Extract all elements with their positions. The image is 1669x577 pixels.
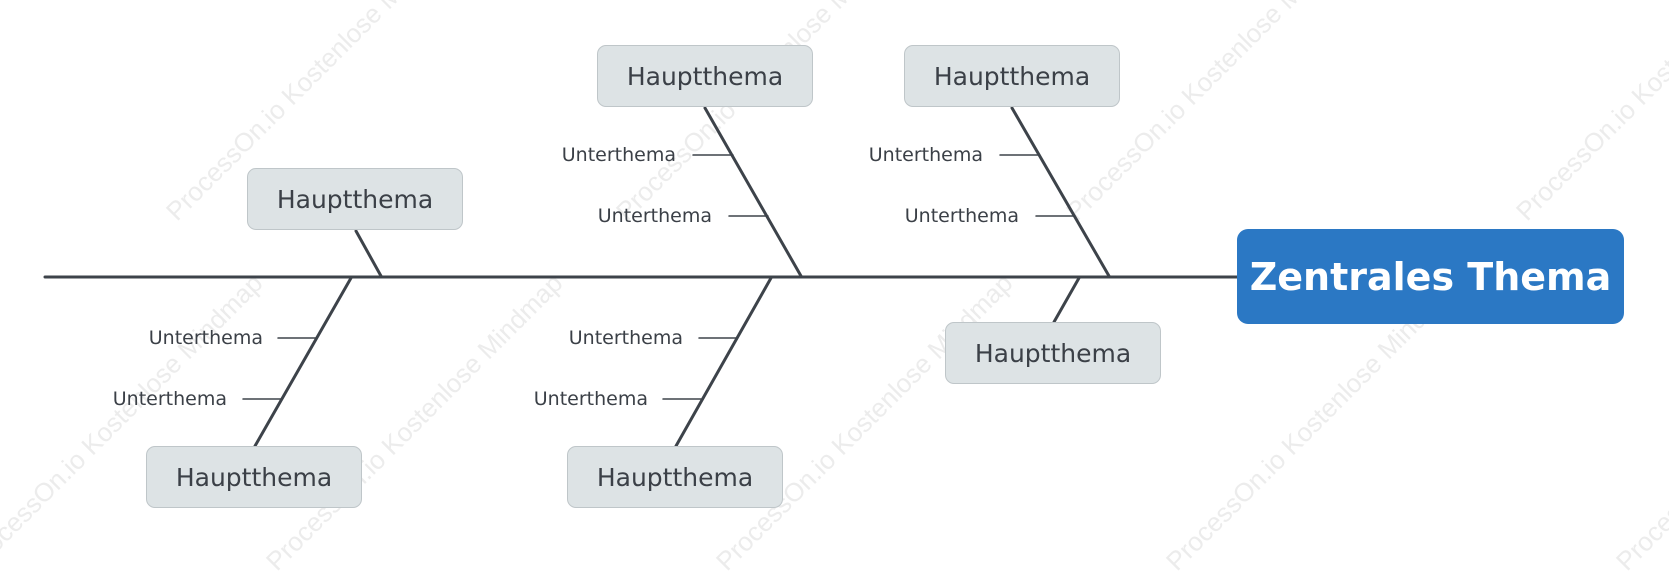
bone-line bbox=[1010, 106, 1111, 278]
bone-line bbox=[674, 276, 773, 448]
main-topic-node[interactable]: Hauptthema bbox=[567, 446, 783, 508]
main-topic-node[interactable]: Hauptthema bbox=[146, 446, 362, 508]
subtopic-label[interactable]: Unterthema bbox=[868, 144, 983, 166]
subtopic-label[interactable]: Unterthema bbox=[568, 327, 683, 349]
subtopic-label[interactable]: Unterthema bbox=[597, 205, 712, 227]
bone-line bbox=[703, 106, 803, 278]
subtopic-label[interactable]: Unterthema bbox=[904, 205, 1019, 227]
main-topic-node[interactable]: Hauptthema bbox=[247, 168, 463, 230]
subtopic-label[interactable]: Unterthema bbox=[112, 388, 227, 410]
subtopic-label[interactable]: Unterthema bbox=[533, 388, 648, 410]
main-topic-node[interactable]: Hauptthema bbox=[597, 45, 813, 107]
subtopic-label[interactable]: Unterthema bbox=[561, 144, 676, 166]
main-topic-node[interactable]: Hauptthema bbox=[945, 322, 1161, 384]
main-topic-node[interactable]: Hauptthema bbox=[904, 45, 1120, 107]
bone-line bbox=[354, 229, 383, 278]
bone-line bbox=[1052, 276, 1081, 324]
central-topic-node[interactable]: Zentrales Thema bbox=[1237, 229, 1624, 324]
subtopic-label[interactable]: Unterthema bbox=[148, 327, 263, 349]
bone-line bbox=[253, 276, 353, 448]
